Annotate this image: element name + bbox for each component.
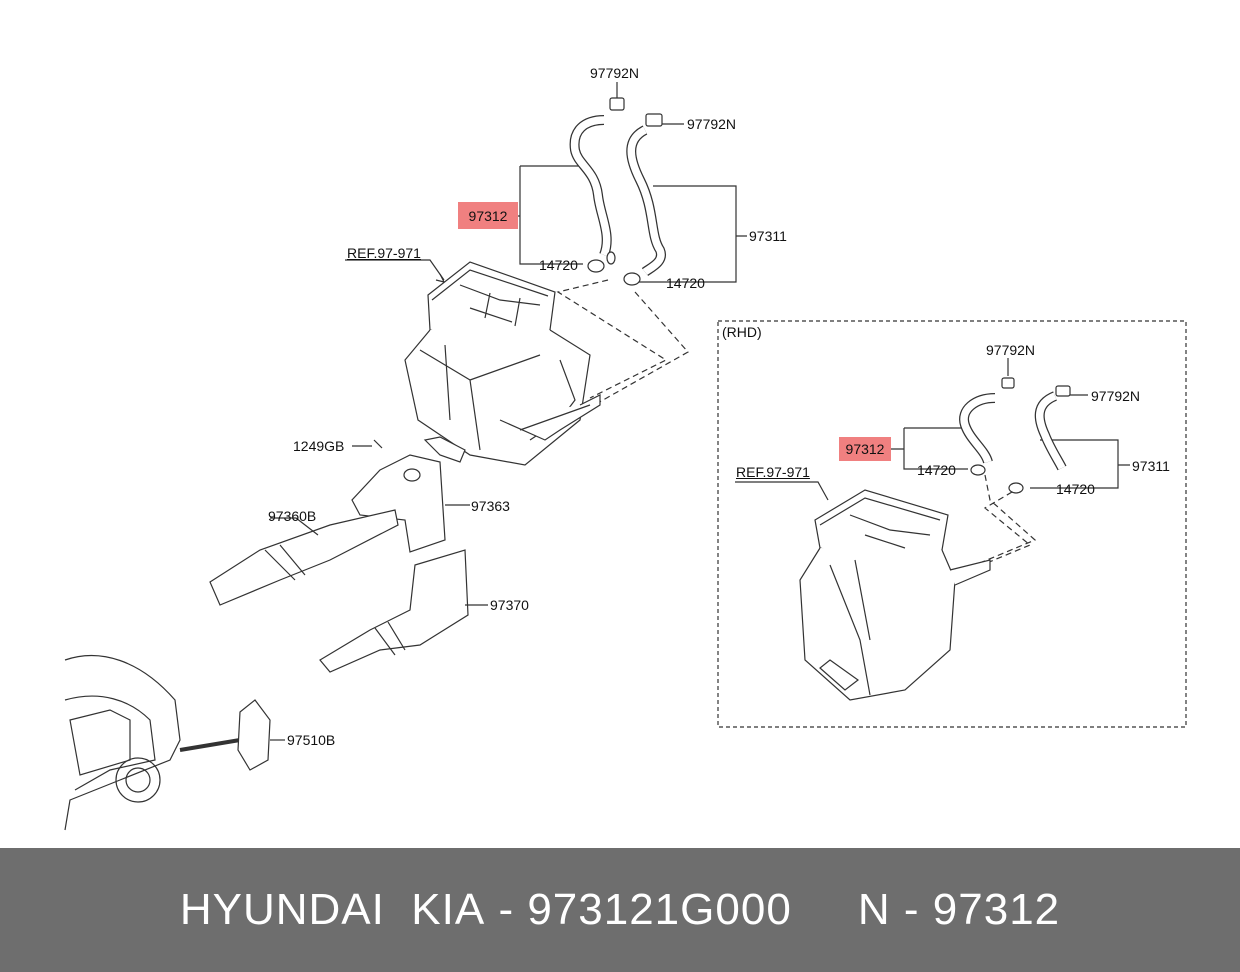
label-97363: 97363 [471, 498, 510, 514]
leader-97311 [638, 185, 747, 283]
label-97312-highlight: 97312 [458, 202, 518, 229]
footer-separator: - [485, 885, 528, 934]
leader-97312 [508, 165, 583, 265]
duct-97360b [209, 509, 399, 606]
footer-ref-number: 97312 [932, 885, 1061, 934]
label-14720-left: 14720 [539, 257, 578, 273]
label-1249gb: 1249GB [293, 438, 345, 454]
label-97360b: 97360B [268, 508, 317, 524]
label-97311: 97311 [749, 228, 787, 244]
footer-separator-2: N - [791, 885, 933, 934]
label-14720-right: 14720 [666, 275, 705, 291]
parts-diagram [64, 82, 1187, 831]
label-97510b: 97510B [287, 732, 336, 748]
rhd-title: (RHD) [722, 324, 762, 340]
duct-97363 [351, 454, 470, 553]
label-97792n-top: 97792N [590, 65, 640, 81]
duct-97370 [319, 549, 488, 673]
label-ref-97-971: REF.97-971 [347, 245, 421, 261]
rhd-label-14720-right: 14720 [1056, 481, 1095, 497]
rhd-label-97312-highlight: 97312 [839, 437, 891, 461]
footer-brand: HYUNDAI KIA [179, 885, 486, 934]
label-97792n-right: 97792N [687, 116, 737, 132]
rhd-label-97311: 97311 [1132, 458, 1170, 474]
label-97370: 97370 [490, 597, 529, 613]
footer-banner: HYUNDAI KIA - 973121G000 N - 97312 [0, 848, 1240, 972]
rhd-label-ref-97-971: REF.97-971 [736, 464, 810, 480]
rhd-label-97792n-top: 97792N [986, 342, 1036, 358]
hvac-unit-main [404, 261, 601, 466]
hvac-unit-rhd [799, 489, 991, 701]
rhd-box [717, 320, 1187, 728]
car-outline [64, 654, 181, 831]
rhd-label-97792n-right: 97792N [1091, 388, 1141, 404]
footer-part-number: 973121G000 [527, 885, 792, 934]
rhd-label-14720-left: 14720 [917, 462, 956, 478]
